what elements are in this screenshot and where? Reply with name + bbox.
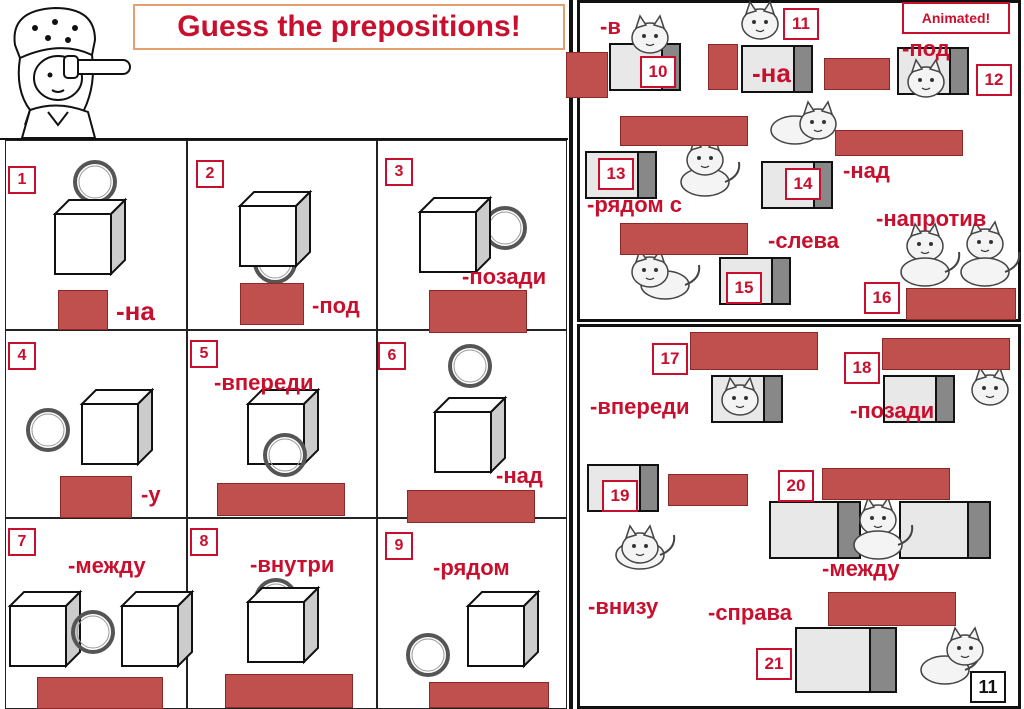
- page-title: Guess the prepositions!: [133, 4, 565, 50]
- header-divider: [0, 138, 568, 140]
- answer-slot-19[interactable]: [668, 474, 748, 506]
- cell-number-13: 13: [598, 158, 634, 190]
- preposition-word-7[interactable]: -между: [68, 553, 146, 578]
- cell-number-2: 2: [196, 160, 224, 188]
- preposition-word-5[interactable]: -впереди: [214, 370, 314, 395]
- answer-slot-9[interactable]: [429, 682, 549, 708]
- preposition-word-20[interactable]: -между: [822, 556, 900, 581]
- cell-number-20: 20: [778, 470, 814, 502]
- preposition-word-15[interactable]: -слева: [768, 228, 839, 253]
- answer-slot-17[interactable]: [690, 332, 818, 370]
- answer-slot-4[interactable]: [60, 476, 132, 518]
- preposition-word-1[interactable]: -на: [116, 296, 155, 326]
- answer-slot-14[interactable]: [835, 130, 963, 156]
- cell-number-5: 5: [190, 340, 218, 368]
- cell-number-10: 10: [640, 56, 676, 88]
- answer-slot-6[interactable]: [407, 490, 535, 523]
- preposition-word-11[interactable]: -на: [752, 58, 791, 88]
- cell-number-8: 8: [190, 528, 218, 556]
- answer-slot-3[interactable]: [429, 290, 527, 333]
- answer-slot-10[interactable]: [566, 52, 608, 98]
- preposition-word-2[interactable]: -под: [312, 293, 360, 318]
- preposition-word-17[interactable]: -впереди: [590, 394, 690, 419]
- answer-slot-8[interactable]: [225, 674, 353, 708]
- preposition-word-8[interactable]: -внутри: [250, 552, 335, 577]
- answer-slot-15[interactable]: [620, 223, 748, 255]
- cell-number-6: 6: [378, 342, 406, 370]
- answer-slot-1[interactable]: [58, 290, 108, 330]
- cell-number-15: 15: [726, 272, 762, 304]
- cell-number-9: 9: [385, 532, 413, 560]
- cell-number-4: 4: [8, 342, 36, 370]
- answer-slot-16[interactable]: [906, 288, 1016, 320]
- preposition-word-18[interactable]: -позади: [850, 398, 935, 423]
- page-number: 11: [970, 671, 1006, 703]
- right-divider: [569, 0, 573, 709]
- pirate-girl-icon: [13, 6, 131, 139]
- answer-slot-5[interactable]: [217, 483, 345, 516]
- preposition-word-3[interactable]: -позади: [462, 264, 547, 289]
- preposition-word-16[interactable]: -напротив: [876, 206, 987, 231]
- cell-number-21: 21: [756, 648, 792, 680]
- cell-number-19: 19: [602, 480, 638, 512]
- answer-slot-21[interactable]: [828, 592, 956, 626]
- cell-number-1: 1: [8, 166, 36, 194]
- answer-slot-2[interactable]: [240, 283, 304, 325]
- answer-slot-18[interactable]: [882, 338, 1010, 370]
- cell-number-11: 11: [783, 8, 819, 40]
- pirate-girl-illustration: [0, 0, 132, 140]
- preposition-word-4[interactable]: -у: [141, 482, 161, 507]
- cell-number-16: 16: [864, 282, 900, 314]
- preposition-word-6[interactable]: -над: [496, 463, 543, 488]
- preposition-word-14[interactable]: -над: [843, 158, 890, 183]
- cell-number-12: 12: [976, 64, 1012, 96]
- preposition-word-10[interactable]: -в: [600, 14, 621, 39]
- answer-slot-12[interactable]: [824, 58, 890, 90]
- cell-number-14: 14: [785, 168, 821, 200]
- cell-number-3: 3: [385, 158, 413, 186]
- cell-number-7: 7: [8, 528, 36, 556]
- answer-slot-13[interactable]: [620, 116, 748, 146]
- animated-badge: Animated!: [902, 2, 1010, 34]
- preposition-word-9[interactable]: -рядом: [433, 555, 510, 580]
- answer-slot-20[interactable]: [822, 468, 950, 500]
- preposition-word-21[interactable]: -справа: [708, 600, 792, 625]
- preposition-word-13[interactable]: -рядом с: [587, 192, 683, 217]
- preposition-word-19[interactable]: -внизу: [588, 594, 659, 619]
- answer-slot-7[interactable]: [37, 677, 163, 709]
- preposition-word-12[interactable]: -под: [902, 36, 950, 61]
- cell-number-18: 18: [844, 352, 880, 384]
- answer-slot-11[interactable]: [708, 44, 738, 90]
- cell-number-17: 17: [652, 343, 688, 375]
